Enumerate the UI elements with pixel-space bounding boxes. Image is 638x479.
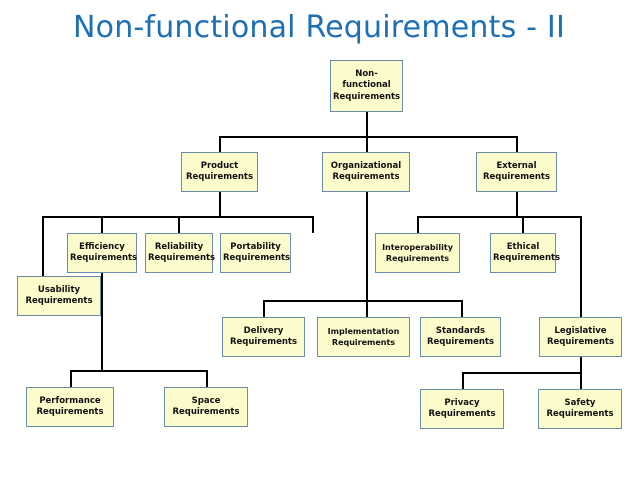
- connector-organizational-down: [366, 192, 368, 302]
- connector-to-safety: [580, 372, 582, 389]
- connector-efficiency-down: [101, 273, 103, 372]
- connector-to-product: [219, 136, 221, 153]
- node-label: Safety Requirements: [546, 397, 614, 420]
- connector-product-down: [219, 192, 221, 218]
- connector-external-bus: [417, 216, 581, 218]
- node-label: External Requirements: [482, 160, 551, 183]
- node-label: Product Requirements: [185, 160, 254, 183]
- node-label: Space Requirements: [172, 395, 240, 418]
- node-label: Interoperability Requirements: [382, 242, 453, 264]
- connector-to-portability: [312, 216, 314, 233]
- connector-level2-bus: [219, 136, 518, 138]
- node-label: Usability Requirements: [25, 284, 93, 307]
- node-label: Performance Requirements: [36, 395, 104, 418]
- connector-to-external: [516, 136, 518, 153]
- node-delivery-requirements[interactable]: Delivery Requirements: [222, 317, 305, 357]
- connector-to-ethical: [522, 216, 524, 233]
- page-title: Non-functional Requirements - II: [73, 10, 565, 45]
- connector-to-space: [206, 370, 208, 387]
- node-portability-requirements[interactable]: Portability Requirements: [220, 233, 291, 273]
- node-label: Legislative Requirements: [546, 325, 615, 348]
- node-organizational-requirements[interactable]: Organizational Requirements: [322, 152, 410, 192]
- node-efficiency-requirements[interactable]: Efficiency Requirements: [67, 233, 137, 273]
- node-legislative-requirements[interactable]: Legislative Requirements: [539, 317, 622, 357]
- node-label: Efficiency Requirements: [70, 241, 138, 264]
- node-label: Organizational Requirements: [330, 160, 402, 183]
- node-usability-requirements[interactable]: Usability Requirements: [17, 276, 101, 316]
- node-label: Delivery Requirements: [229, 325, 298, 348]
- connector-to-organizational: [366, 136, 368, 153]
- node-label: Standards Requirements: [426, 325, 495, 348]
- node-performance-requirements[interactable]: Performance Requirements: [26, 387, 114, 427]
- node-label: Reliability Requirements: [148, 241, 216, 264]
- connector-efficiency-bus: [70, 370, 208, 372]
- node-label: Implementation Requirements: [327, 326, 400, 348]
- node-reliability-requirements[interactable]: Reliability Requirements: [145, 233, 216, 273]
- node-label: Ethical Requirements: [493, 241, 561, 264]
- node-non-functional-requirements[interactable]: Non- functional Requirements: [330, 60, 403, 112]
- connector-legislative-bus: [462, 372, 582, 374]
- connector-legislative-down: [580, 357, 582, 374]
- connector-external-down: [516, 192, 518, 218]
- connector-to-usability: [42, 216, 44, 276]
- connector-to-interoperability: [417, 216, 419, 233]
- node-implementation-requirements[interactable]: Implementation Requirements: [317, 317, 410, 357]
- node-external-requirements[interactable]: External Requirements: [476, 152, 557, 192]
- node-interoperability-requirements[interactable]: Interoperability Requirements: [375, 233, 460, 273]
- node-product-requirements[interactable]: Product Requirements: [181, 152, 258, 192]
- connector-to-privacy: [462, 372, 464, 389]
- connector-to-standards: [461, 300, 463, 317]
- node-privacy-requirements[interactable]: Privacy Requirements: [420, 389, 504, 429]
- connector-to-implementation: [366, 300, 368, 317]
- node-space-requirements[interactable]: Space Requirements: [164, 387, 248, 427]
- node-label: Portability Requirements: [223, 241, 291, 264]
- connector-to-legislative: [580, 216, 582, 317]
- node-label: Privacy Requirements: [428, 397, 496, 420]
- connector-organizational-bus: [263, 300, 463, 302]
- connector-to-performance: [70, 370, 72, 387]
- connector-to-delivery: [263, 300, 265, 317]
- node-safety-requirements[interactable]: Safety Requirements: [538, 389, 622, 429]
- node-label: Non- functional Requirements: [333, 68, 401, 102]
- connector-to-reliability: [178, 216, 180, 233]
- connector-to-efficiency: [101, 216, 103, 233]
- connector-root-down: [366, 112, 368, 138]
- node-ethical-requirements[interactable]: Ethical Requirements: [490, 233, 561, 273]
- node-standards-requirements[interactable]: Standards Requirements: [420, 317, 501, 357]
